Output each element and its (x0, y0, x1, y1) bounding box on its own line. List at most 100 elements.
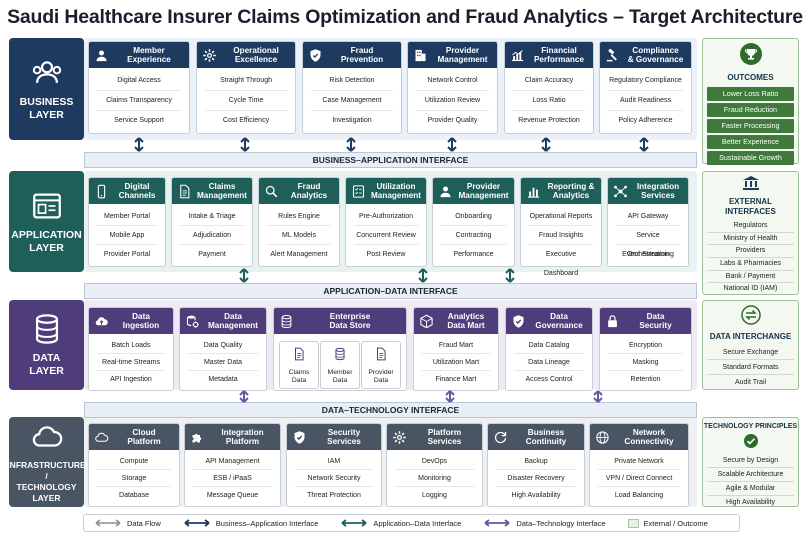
card-item: Network Control (416, 71, 489, 91)
document-icon (292, 347, 306, 366)
card-item: Adjudication (180, 226, 244, 245)
legend-data-technology: Data–Technology Interface (483, 519, 606, 528)
database-gear-icon (180, 314, 204, 329)
cloud-icon (89, 430, 113, 445)
card-item: Operational Reports (529, 207, 593, 226)
card-title: Provider Management (458, 181, 509, 201)
card-item: Encryption (608, 337, 683, 354)
card-item: Load Balancing (614, 492, 664, 499)
card-title: Data Management (207, 311, 259, 331)
card-item: Claims Transparency (97, 91, 181, 111)
card-item: Executive Dashboard (543, 251, 579, 277)
legend-application-data: Application–Data Interface (340, 519, 461, 528)
card-item: Payment (198, 251, 226, 258)
connector-arrow (540, 137, 552, 152)
person-icon (89, 48, 113, 63)
checklist-icon (346, 184, 370, 199)
refresh-icon (488, 430, 512, 445)
ext-item: Bank / Payment (707, 271, 794, 284)
card-item: Cost Efficiency (222, 117, 270, 124)
card-item: Intake & Triage (180, 207, 244, 226)
card-item: Digital Access (97, 71, 181, 91)
card-item: Service Orchestration (616, 226, 680, 258)
card-header: Provider Management (408, 42, 497, 68)
card-item: API Management (193, 453, 272, 470)
application-layer-title: APPLICATION LAYER (11, 228, 82, 254)
card-item: ESB / iPaaS (193, 470, 272, 487)
cube-icon (414, 314, 438, 329)
card-title: Operational Excellence (233, 45, 279, 65)
card-item: Master Data (188, 354, 258, 371)
card-header: Digital Channels (89, 178, 165, 204)
gear-icon (197, 48, 221, 63)
connector-arrow (238, 268, 250, 283)
card-title: Integration Platform (221, 427, 264, 447)
card-item: Utilization Review (416, 91, 489, 111)
card-item: High Availability (511, 492, 561, 499)
application_cards-card-reporting-analytics: Reporting & Analytics Operational Report… (520, 177, 602, 277)
card-header: Operational Excellence (197, 42, 295, 68)
outcomes-title: OUTCOMES (727, 73, 774, 82)
document-icon (172, 184, 196, 199)
card-header: Analytics Data Mart (414, 308, 498, 334)
card-item: Member Portal (97, 207, 157, 226)
network-icon (608, 184, 632, 199)
infra-layer-label: INFRASTRUCTURE / TECHNOLOGY LAYER (7, 417, 86, 507)
connector-arrow (504, 268, 516, 283)
di-item: Secure Exchange (707, 345, 794, 360)
card-header: Network Connectivity (590, 424, 688, 450)
card-header: Claims Management (172, 178, 252, 204)
card-item: Monitoring (395, 470, 474, 487)
connector-arrow (345, 137, 357, 152)
shield-check-icon (303, 48, 327, 63)
connector-arrow (239, 137, 251, 152)
legend: Data Flow Business–Application Interface… (83, 514, 740, 532)
database-icon (333, 347, 347, 366)
eds-sub-label: Provider Data (368, 369, 394, 384)
card-item: Onboarding (441, 207, 506, 226)
card-item: VPN / Direct Connect (598, 470, 680, 487)
card-item: Contracting (441, 226, 506, 245)
eds-claims-data: Claims Data (279, 341, 319, 389)
card-header: Data Ingestion (89, 308, 173, 334)
database-icon (274, 314, 298, 329)
card-item: API Gateway (616, 207, 680, 226)
globe-icon (590, 430, 614, 445)
eds-provider-data: Provider Data (361, 341, 401, 389)
card-title: Digital Channels (118, 181, 156, 201)
card-title: Platform Services (427, 427, 462, 447)
card-item: Straight Through (205, 71, 287, 91)
card-header: Data Governance (506, 308, 592, 334)
card-item: Real-time Streams (97, 354, 165, 371)
magnifier-icon (259, 184, 283, 199)
card-title: Reporting & Analytics (547, 181, 595, 201)
institution-icon (742, 176, 759, 195)
business-application-interface: BUSINESS–APPLICATION INTERFACE (84, 152, 697, 168)
card-item: Provider Portal (103, 251, 151, 258)
legend-external-outcome-label: External / Outcome (643, 518, 708, 528)
eds-member-data: Member Data (320, 341, 360, 389)
external-interfaces-title: EXTERNAL INTERFACES (725, 197, 776, 216)
out-item: Better Experience (707, 135, 794, 149)
ext-item: National ID (IAM) (723, 285, 778, 293)
card-header: Platform Services (387, 424, 482, 450)
card-item: Message Queue (206, 492, 259, 499)
business_cards-card-compliance-governance: Compliance & Governance Regulatory Compl… (599, 41, 692, 134)
legend-business-application: Business–Application Interface (183, 519, 318, 528)
